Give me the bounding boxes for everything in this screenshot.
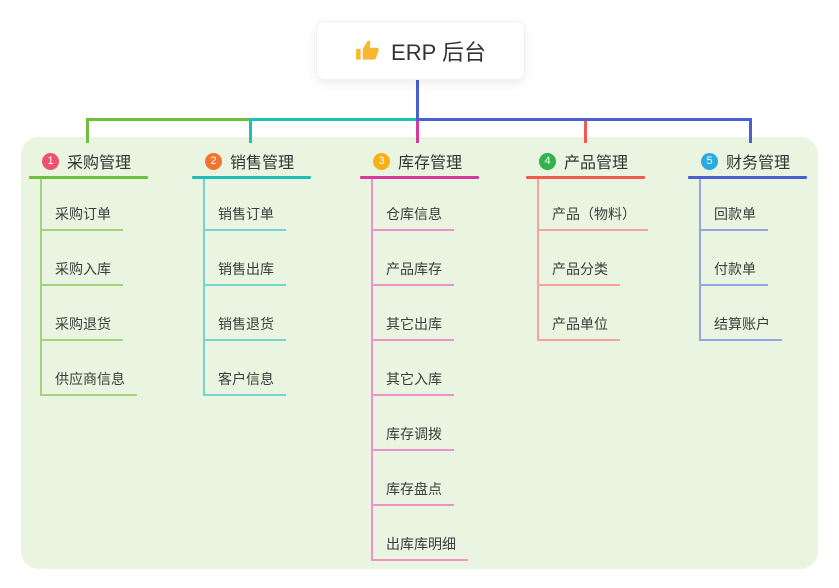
bus-segment-green bbox=[86, 118, 251, 121]
root-node-label: ERP 后台 bbox=[391, 39, 486, 65]
branch-1-label: 采购管理 bbox=[67, 155, 132, 172]
branch-2-children-line bbox=[203, 179, 205, 396]
branch-5-number-badge: 5 bbox=[701, 152, 718, 170]
bus-segment-teal bbox=[249, 118, 418, 121]
branch-4-number-badge: 4 bbox=[539, 152, 556, 170]
branch-1-children-line bbox=[40, 179, 42, 396]
branch-2-child-node[interactable]: 销售出库 bbox=[203, 260, 286, 286]
branch-1-child-node[interactable]: 供应商信息 bbox=[40, 370, 137, 396]
branch-3-child-node[interactable]: 仓库信息 bbox=[371, 205, 454, 231]
branch-2-number-badge: 2 bbox=[205, 152, 222, 170]
branch-2-underline bbox=[192, 176, 311, 179]
branch-1-child-node[interactable]: 采购入库 bbox=[40, 260, 123, 286]
branch-topic-3[interactable]: 3 库存管理 bbox=[373, 149, 462, 173]
branch-5-children-line bbox=[699, 179, 701, 341]
branch-2-child-node[interactable]: 客户信息 bbox=[203, 370, 286, 396]
branch-5-underline bbox=[688, 176, 807, 179]
branch-4-children-line bbox=[537, 179, 539, 341]
bus-segment-blue bbox=[416, 118, 752, 121]
root-node-erp[interactable]: ERP 后台 bbox=[316, 21, 525, 80]
branch-1-stub-line bbox=[86, 118, 89, 143]
branch-3-child-node[interactable]: 出库库明细 bbox=[371, 535, 468, 561]
branch-3-child-node[interactable]: 产品库存 bbox=[371, 260, 454, 286]
branch-3-number-badge: 3 bbox=[373, 152, 390, 170]
branch-5-child-node[interactable]: 结算账户 bbox=[699, 315, 782, 341]
branch-4-stub-line bbox=[584, 118, 587, 143]
branch-topic-4[interactable]: 4 产品管理 bbox=[539, 149, 628, 173]
branch-3-child-node[interactable]: 库存盘点 bbox=[371, 480, 454, 506]
branch-topic-1[interactable]: 1 采购管理 bbox=[42, 149, 131, 173]
branch-5-stub-line bbox=[749, 118, 752, 143]
branch-4-label: 产品管理 bbox=[564, 155, 629, 172]
branch-3-underline bbox=[360, 176, 479, 179]
branch-4-child-node[interactable]: 产品单位 bbox=[537, 315, 620, 341]
branch-2-child-node[interactable]: 销售订单 bbox=[203, 205, 286, 231]
branch-4-child-node[interactable]: 产品（物料） bbox=[537, 205, 648, 231]
root-drop-line bbox=[416, 80, 419, 121]
branch-1-child-node[interactable]: 采购订单 bbox=[40, 205, 123, 231]
branch-topic-2[interactable]: 2 销售管理 bbox=[205, 149, 294, 173]
branch-2-label: 销售管理 bbox=[230, 155, 295, 172]
branch-1-number-badge: 1 bbox=[42, 152, 59, 170]
branch-3-stub-line bbox=[416, 118, 419, 143]
branch-3-children-line bbox=[371, 179, 373, 561]
branch-4-child-node[interactable]: 产品分类 bbox=[537, 260, 620, 286]
branch-1-child-node[interactable]: 采购退货 bbox=[40, 315, 123, 341]
branch-5-label: 财务管理 bbox=[726, 155, 791, 172]
branches-background-panel bbox=[21, 137, 818, 569]
branch-3-child-node[interactable]: 其它入库 bbox=[371, 370, 454, 396]
branch-2-stub-line bbox=[249, 118, 252, 143]
branch-3-child-node[interactable]: 其它出库 bbox=[371, 315, 454, 341]
branch-4-underline bbox=[526, 176, 645, 179]
branch-topic-5[interactable]: 5 财务管理 bbox=[701, 149, 790, 173]
branch-3-label: 库存管理 bbox=[398, 155, 463, 172]
branch-3-child-node[interactable]: 库存调拨 bbox=[371, 425, 454, 451]
thumbs-up-icon bbox=[355, 38, 381, 64]
branch-5-child-node[interactable]: 回款单 bbox=[699, 205, 768, 231]
branch-2-child-node[interactable]: 销售退货 bbox=[203, 315, 286, 341]
branch-5-child-node[interactable]: 付款单 bbox=[699, 260, 768, 286]
branch-1-underline bbox=[29, 176, 148, 179]
